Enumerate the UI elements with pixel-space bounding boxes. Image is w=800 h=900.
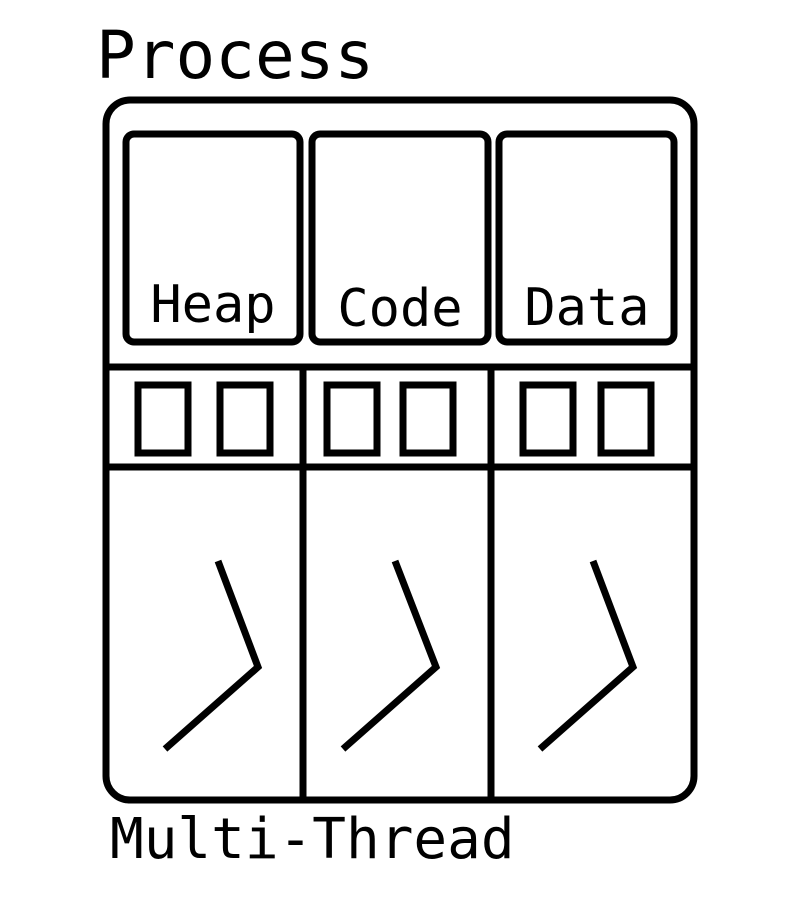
thread-2-chevron-icon xyxy=(340,559,441,752)
register-box xyxy=(216,381,274,457)
code-segment xyxy=(308,130,492,346)
process-title: Process xyxy=(96,17,374,94)
thread-3-chevron-icon xyxy=(537,559,638,752)
thread-1-chevron-icon xyxy=(162,559,263,752)
thread-3-registers xyxy=(519,381,655,457)
multi-thread-label: Multi-Thread xyxy=(110,807,515,872)
thread-2-registers xyxy=(323,381,457,457)
register-box xyxy=(399,381,457,457)
heap-segment xyxy=(122,130,304,346)
register-box xyxy=(134,381,192,457)
process-container xyxy=(102,96,698,804)
heap-label: Heap xyxy=(150,275,275,335)
data-segment xyxy=(495,130,678,346)
register-box xyxy=(323,381,381,457)
shared-segments: Heap Code Data xyxy=(122,130,678,346)
data-label: Data xyxy=(524,278,649,338)
thread-1-registers xyxy=(134,381,274,457)
register-box xyxy=(597,381,655,457)
code-label: Code xyxy=(337,279,462,339)
register-box xyxy=(519,381,577,457)
